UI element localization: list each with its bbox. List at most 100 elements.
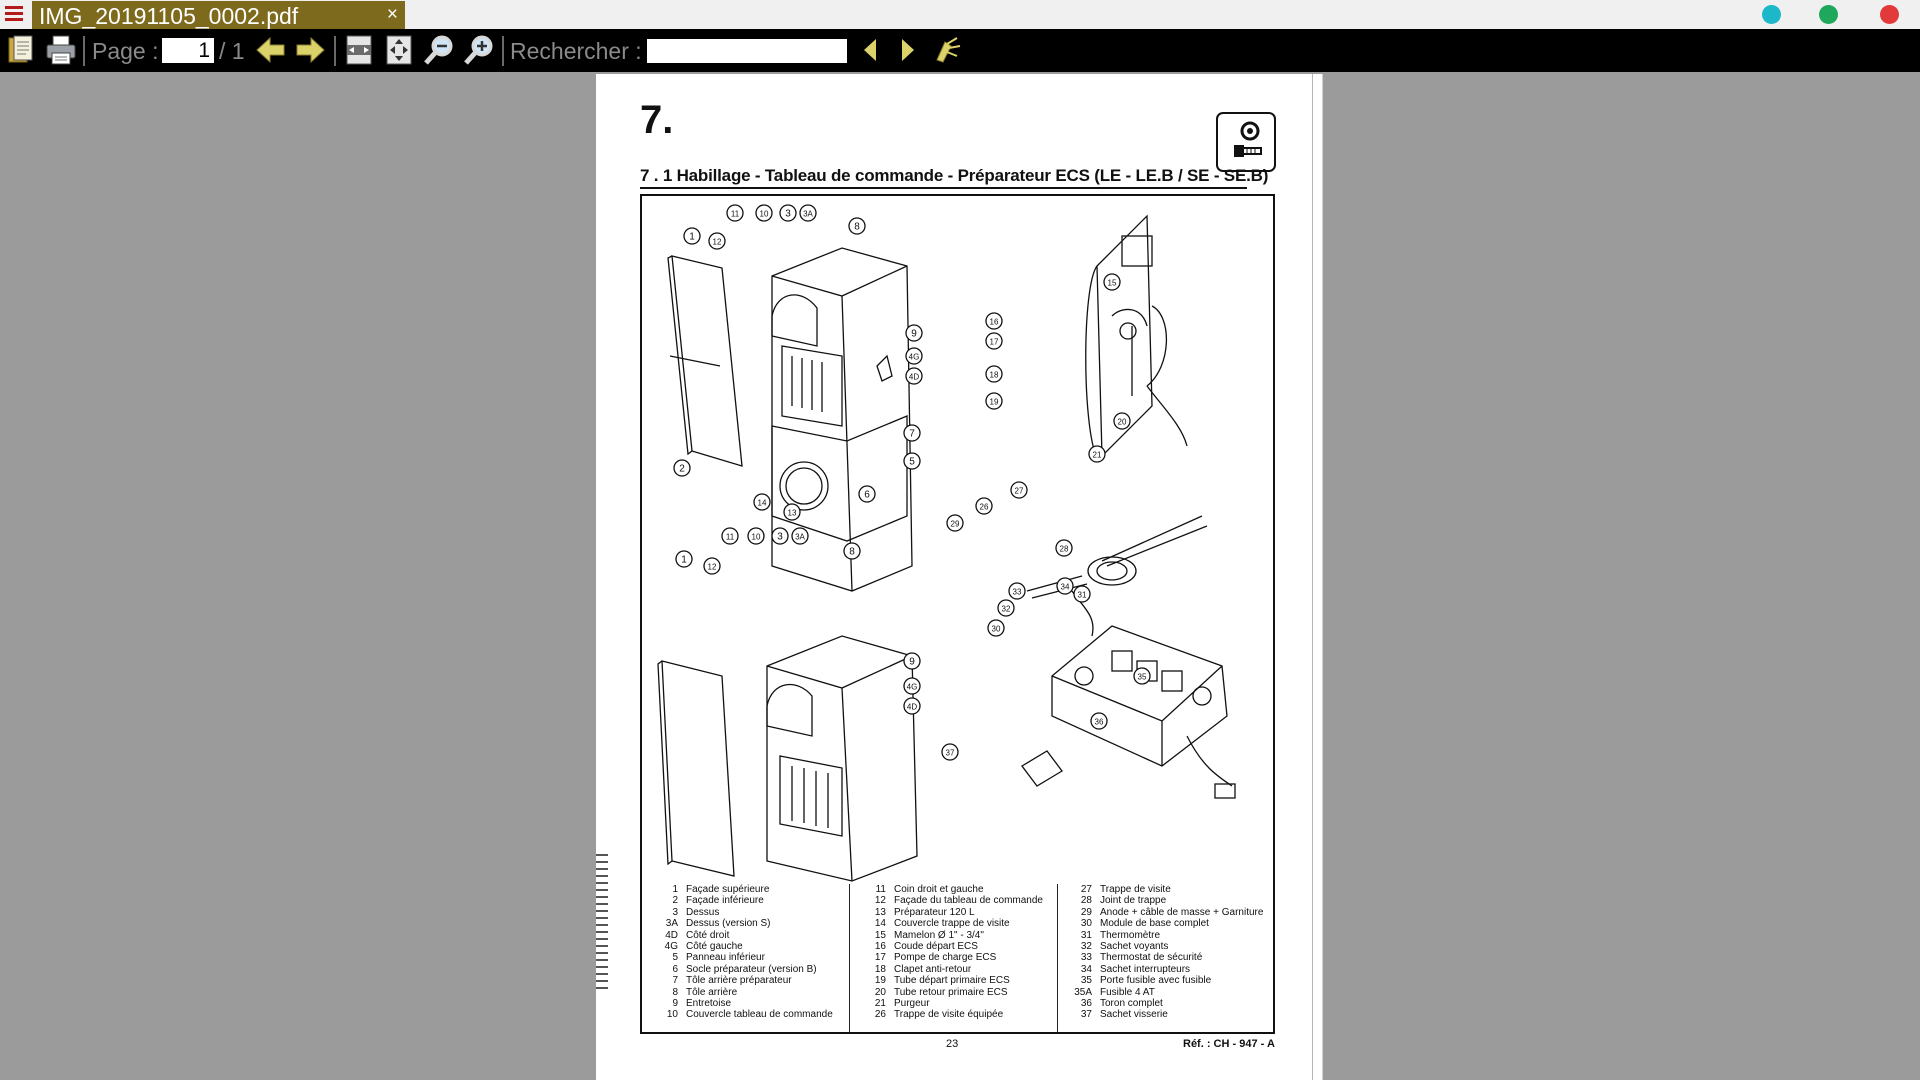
next-page-icon[interactable] — [294, 34, 326, 66]
search-previous-icon[interactable] — [860, 34, 880, 66]
highlight-icon[interactable] — [933, 34, 963, 66]
callout-10: 10 — [755, 204, 773, 222]
callout-16: 16 — [985, 312, 1003, 330]
window-maximize-button[interactable] — [1819, 5, 1838, 24]
inspection-hatch-assembly — [1026, 515, 1208, 637]
hydraulic-kit — [1085, 214, 1188, 459]
svg-text:27: 27 — [1015, 487, 1024, 496]
svg-text:26: 26 — [980, 503, 989, 512]
previous-page-icon[interactable] — [255, 34, 287, 66]
svg-text:8: 8 — [854, 222, 860, 233]
callout-7: 7 — [903, 424, 921, 442]
callout-9: 9 — [905, 324, 923, 342]
search-input[interactable] — [647, 39, 847, 63]
scan-margin-marks — [596, 854, 608, 1034]
fit-page-icon[interactable] — [384, 34, 414, 66]
callout-4G: 4G — [905, 347, 923, 365]
callout-17: 17 — [985, 332, 1003, 350]
svg-text:4D: 4D — [907, 703, 917, 712]
svg-text:11: 11 — [731, 210, 740, 219]
callout-14: 14 — [753, 493, 771, 511]
document-tab[interactable]: IMG_20191105_0002.pdf × — [32, 1, 405, 29]
svg-text:2: 2 — [679, 464, 685, 475]
callout-32: 32 — [997, 599, 1015, 617]
window-minimize-button[interactable] — [1762, 5, 1781, 24]
svg-text:19: 19 — [990, 398, 999, 407]
document-reference: Réf. : CH - 947 - A — [1183, 1038, 1275, 1050]
search-next-icon[interactable] — [898, 34, 918, 66]
callout-12-lower: 12 — [703, 557, 721, 575]
svg-text:12: 12 — [708, 563, 717, 572]
callout-8-lower: 8 — [843, 542, 861, 560]
svg-text:13: 13 — [788, 509, 797, 518]
svg-text:3A: 3A — [795, 533, 805, 542]
callout-21: 21 — [1088, 445, 1106, 463]
callout-13: 13 — [783, 503, 801, 521]
svg-text:4G: 4G — [909, 353, 920, 362]
chapter-number: 7. — [640, 98, 674, 142]
callout-29: 29 — [946, 514, 964, 532]
hamburger-menu-icon[interactable] — [5, 6, 23, 23]
zoom-out-icon[interactable] — [423, 34, 455, 66]
zoom-in-icon[interactable] — [463, 34, 495, 66]
control-panel-assembly — [1021, 625, 1236, 799]
svg-text:20: 20 — [1118, 418, 1127, 427]
callout-9-lower: 9 — [903, 652, 921, 670]
tab-bar: IMG_20191105_0002.pdf × — [0, 0, 1920, 29]
fit-width-icon[interactable] — [344, 34, 374, 66]
callout-26: 26 — [975, 497, 993, 515]
window-close-button[interactable] — [1880, 5, 1899, 24]
svg-text:9: 9 — [909, 657, 915, 668]
callout-3: 3 — [779, 204, 797, 222]
callout-34: 34 — [1056, 577, 1074, 595]
svg-text:7: 7 — [909, 429, 915, 440]
svg-text:18: 18 — [990, 371, 999, 380]
svg-text:11: 11 — [726, 533, 735, 542]
svg-text:30: 30 — [992, 625, 1001, 634]
svg-text:3A: 3A — [803, 210, 813, 219]
document-viewer[interactable]: 7. 7 . 1 Habillage - Tableau de commande… — [0, 72, 1920, 1080]
callout-8: 8 — [848, 217, 866, 235]
toolbar: Page : / 1 Rechercher : — [0, 29, 1920, 72]
print-icon[interactable] — [44, 34, 78, 66]
page-number-input[interactable] — [162, 38, 214, 63]
page-total: / 1 — [219, 38, 245, 64]
callout-31: 31 — [1073, 585, 1091, 603]
callout-27: 27 — [1010, 481, 1028, 499]
svg-text:32: 32 — [1002, 605, 1011, 614]
callout-20: 20 — [1113, 412, 1131, 430]
svg-text:36: 36 — [1095, 718, 1104, 727]
page-number: 23 — [946, 1038, 959, 1050]
tab-close-icon[interactable]: × — [386, 4, 398, 25]
callout-4D: 4D — [905, 367, 923, 385]
callout-5: 5 — [903, 452, 921, 470]
svg-text:8: 8 — [849, 547, 855, 558]
open-document-icon[interactable] — [6, 34, 38, 66]
tab-title: IMG_20191105_0002.pdf — [39, 3, 299, 29]
svg-text:4D: 4D — [909, 373, 919, 382]
svg-text:14: 14 — [758, 499, 767, 508]
callout-18: 18 — [985, 365, 1003, 383]
svg-text:29: 29 — [951, 520, 960, 529]
callout-4G-lower: 4G — [903, 677, 921, 695]
svg-text:9: 9 — [911, 329, 917, 340]
callout-19: 19 — [985, 392, 1003, 410]
